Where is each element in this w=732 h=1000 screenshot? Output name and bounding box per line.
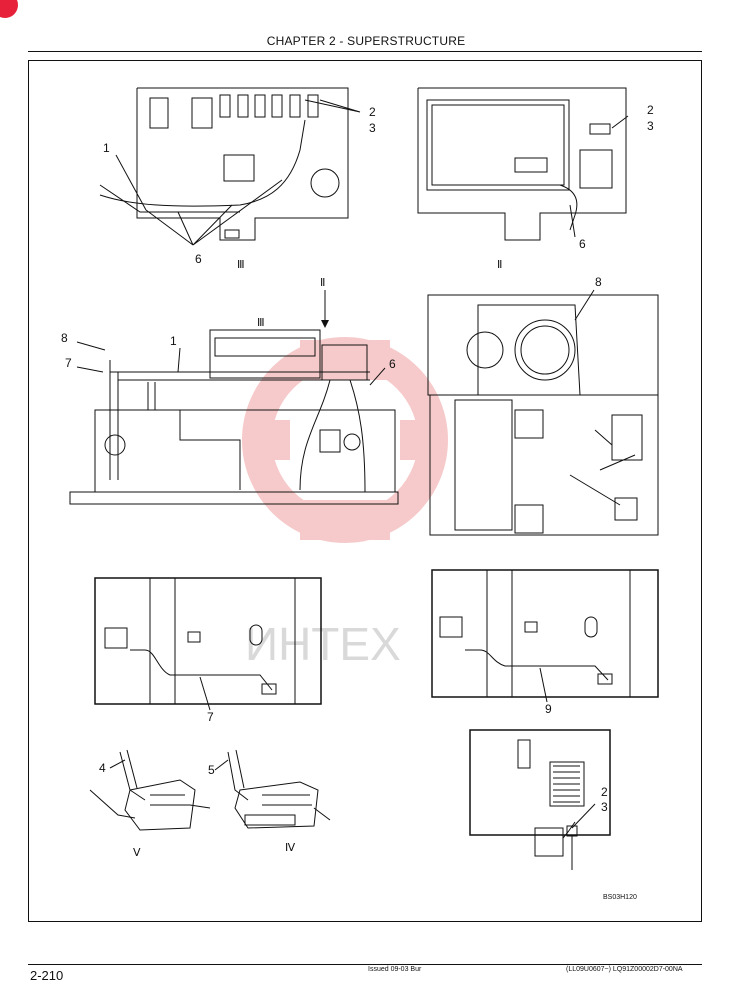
view-label-v: Ⅴ (133, 847, 141, 859)
callout-2-top-right: 2 (647, 103, 654, 117)
callout-2-box: 2 (601, 785, 608, 799)
footer-rule (28, 964, 702, 965)
floor-plan-right (431, 569, 659, 698)
chapter-header: CHAPTER 2 - SUPERSTRUCTURE (266, 34, 466, 48)
callout-2-top-left: 2 (369, 105, 376, 119)
callout-6-top-left: 6 (195, 252, 202, 266)
callout-3-box: 3 (601, 800, 608, 814)
callout-7-main: 7 (65, 356, 72, 370)
view-ii-arrowhead (321, 320, 329, 328)
callout-7-floor: 7 (207, 710, 214, 724)
view-ii-panel (417, 87, 627, 241)
view-iii-panel (99, 87, 349, 241)
view-label-iv: Ⅳ (285, 842, 296, 854)
callout-6-top-right: 6 (579, 237, 586, 251)
view-label-ii: Ⅱ (497, 259, 503, 271)
right-assembly (427, 294, 659, 536)
header-rule (28, 51, 702, 52)
view-label-iii-main: Ⅲ (257, 317, 265, 329)
leader-lines (76, 99, 629, 829)
callout-5-lever: 5 (208, 763, 215, 777)
callout-4-lever: 4 (99, 761, 106, 775)
main-assembly (69, 329, 399, 505)
callout-8-right: 8 (595, 275, 602, 289)
callout-1-main: 1 (170, 334, 177, 348)
box-panel (469, 729, 611, 870)
view-label-ii-arrow: Ⅱ (320, 277, 326, 289)
part-number: (LL09U0607~) LQ91Z00002D7-00NA (566, 966, 683, 973)
callout-6-main: 6 (389, 357, 396, 371)
callout-9-floor: 9 (545, 702, 552, 716)
figure-reference: BS03H120 (603, 894, 637, 901)
watermark-logo (242, 337, 448, 543)
watermark-text: ИНТЕХ (245, 618, 401, 670)
view-label-iii: Ⅲ (237, 259, 245, 271)
lever-assembly-iv (227, 749, 331, 829)
callout-1-top: 1 (103, 141, 110, 155)
page-number: 2-210 (30, 968, 64, 983)
issued-note: Issued 09-03 Bur (368, 966, 422, 973)
lever-assembly-v (89, 749, 211, 831)
corner-marker (0, 0, 18, 18)
callout-3-top-right: 3 (647, 119, 654, 133)
figure-frame (28, 60, 702, 922)
callout-3-top-left: 3 (369, 121, 376, 135)
callout-8-main: 8 (61, 331, 68, 345)
